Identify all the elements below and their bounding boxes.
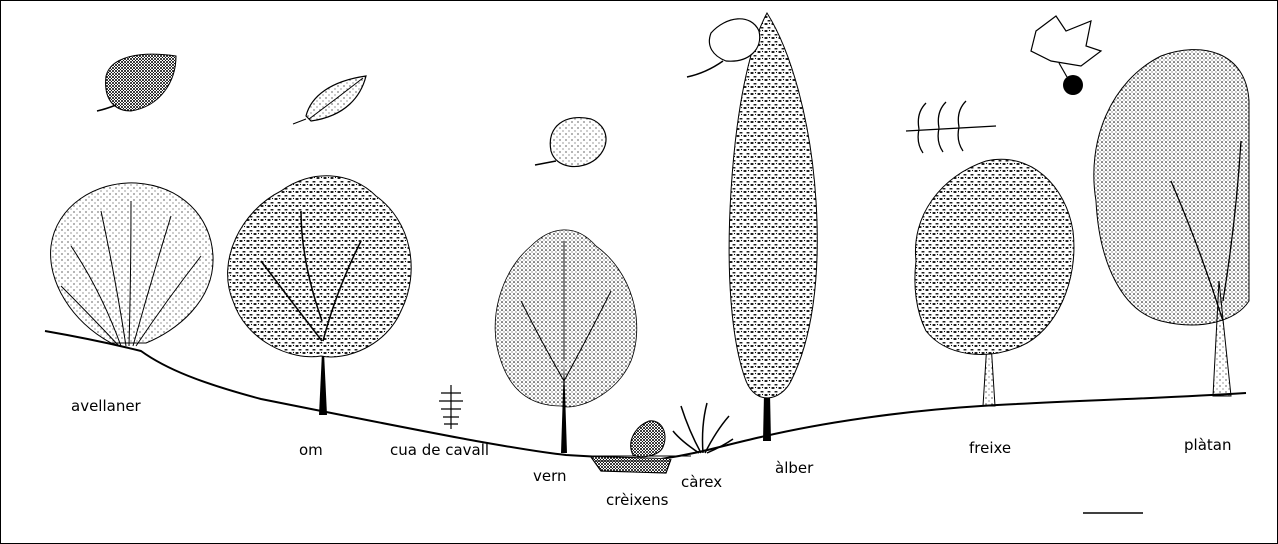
label-alder: vern: [533, 467, 567, 485]
label-watercress: crèixens: [606, 491, 668, 509]
poplar-tree: [729, 13, 817, 441]
label-sedge: càrex: [681, 473, 722, 491]
ash-leaf-icon: [906, 101, 996, 153]
hazel-shrub: [51, 183, 214, 346]
ash-tree: [915, 159, 1074, 406]
label-horsetail: cua de cavall: [390, 441, 489, 459]
elm-tree: [228, 176, 412, 415]
hazel-leaf-icon: [97, 54, 176, 111]
plane-fruit-icon: [1063, 75, 1083, 95]
alder-leaf-icon: [535, 118, 606, 167]
label-hazel: avellaner: [71, 397, 141, 415]
plane-leaf-icon: [1031, 16, 1101, 95]
water: [591, 457, 671, 473]
label-poplar: àlber: [775, 459, 813, 477]
label-elm: om: [299, 441, 323, 459]
watercress-plant: [631, 421, 665, 457]
label-plane: plàtan: [1184, 436, 1231, 454]
elm-leaf-icon: [293, 76, 366, 124]
horsetail-plant: [439, 385, 463, 429]
alder-tree: [495, 230, 637, 453]
plane-tree: [1094, 50, 1249, 396]
label-ash: freixe: [969, 439, 1011, 457]
